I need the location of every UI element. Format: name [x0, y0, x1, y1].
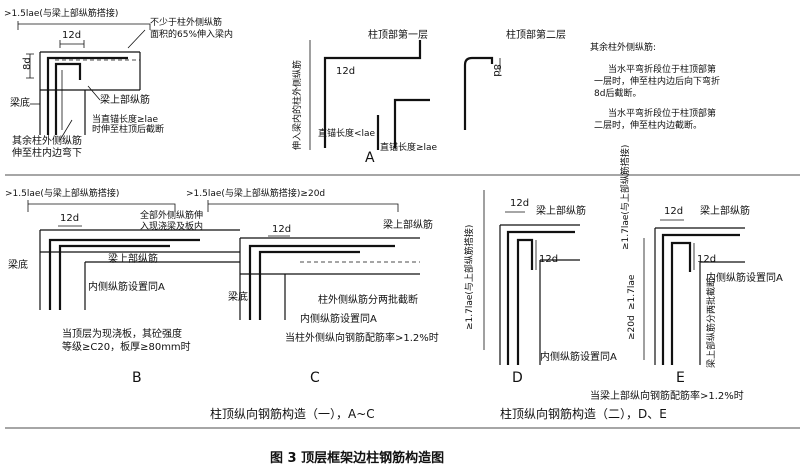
- note-title-a: 其余柱外侧纵筋:: [590, 41, 656, 53]
- slab-outline-b: [40, 229, 240, 263]
- panel-e: ≥1.7lae(与上部纵筋搭接) 12d 梁上部纵筋 12d 内侧纵筋设置同A …: [590, 145, 783, 402]
- outer-bar-1-b: [48, 238, 200, 310]
- label-8d-a: 8d: [22, 57, 33, 70]
- leader-min-area: [127, 29, 146, 49]
- leader-remaining-a: [59, 119, 73, 141]
- note-2a: 当水平弯折段位于柱顶部第: [608, 107, 716, 119]
- outer-bar-2-c: [258, 250, 360, 320]
- beam-bottom-label-a: 梁底: [10, 96, 30, 109]
- inner-same-label-d: 内侧纵筋设置同A: [540, 350, 617, 363]
- beam-top-bars-label-b: 梁上部纵筋: [108, 252, 158, 265]
- column-outline-d: [499, 225, 541, 365]
- panel-letter-e: E: [676, 370, 685, 386]
- all-outer-label-2: 入现浇梁及板内: [140, 220, 203, 232]
- outer-bar-2-b: [58, 244, 170, 310]
- beam-outline-e: [655, 227, 745, 263]
- column-outline-c: [239, 238, 286, 320]
- cond-label-e: 当梁上部纵向钢筋配筋率>1.2%时: [590, 389, 744, 402]
- panel-d: 12d 梁上部纵筋 12d ≥1.7lae(与上部纵筋搭接) 内侧纵筋设置同A …: [463, 190, 617, 386]
- outer-bar-1-c: [248, 244, 395, 320]
- beam-top-bars-label-c: 梁上部纵筋: [383, 218, 433, 231]
- panel-a: >1.5lae(与梁上部纵筋搭接) 不少于柱外侧纵筋 面积的65%伸入梁内 12…: [4, 7, 720, 166]
- dim-8d-a: [26, 53, 34, 79]
- cond-label-b-1: 当顶层为现浇板，其砼强度: [62, 327, 182, 340]
- lap-label-c: >1.5lae(与梁上部纵筋搭接)≥20d: [186, 187, 325, 199]
- all-outer-label-1: 全部外侧纵筋伸: [140, 209, 203, 221]
- label-12d-top-e: 12d: [664, 206, 683, 217]
- panel-letter-b: B: [132, 370, 142, 386]
- outer-bar-2-d: [516, 238, 534, 365]
- two-batches-label-c: 柱外侧纵筋分两批截断: [318, 293, 418, 306]
- panel-c: >1.5lae(与梁上部纵筋搭接)≥20d 12d 梁上部纵筋 梁底 柱外侧纵筋…: [186, 187, 439, 386]
- cond-label-c: 当柱外侧纵向钢筋配筋率>1.2%时: [285, 331, 439, 344]
- label-12d-side-d: 12d: [539, 254, 558, 265]
- group-title-right: 柱顶纵向钢筋构造（二），D、E: [500, 406, 667, 421]
- cond-label-b-2: 等级≥C20，板厚≥80mm时: [62, 340, 191, 353]
- beam-bottom-label-c: 梁底: [228, 290, 248, 303]
- beam-top-bars-label-a: 梁上部纵筋: [100, 93, 150, 106]
- label-8d-mid-a: 8d: [491, 64, 502, 77]
- outer-bar-2-a: [54, 62, 82, 135]
- note-1b: 一层时，伸至柱内边后向下弯折: [594, 75, 720, 87]
- lap-label-a: >1.5lae(与梁上部纵筋搭接): [4, 7, 118, 19]
- label-12d-top-d: 12d: [510, 198, 529, 209]
- label-12d-a: 12d: [62, 30, 81, 41]
- lap-vertical-label-e-1: ≥20d: [627, 315, 637, 340]
- note-2b: 二层时，伸至柱内边截断。: [594, 119, 702, 131]
- outer-bar-2-e: [670, 241, 692, 365]
- lap-vertical-label-d: ≥1.7lae(与上部纵筋搭接): [463, 225, 475, 330]
- bar-sketch-1-a: [323, 40, 422, 148]
- lap-vertical-label-e-2: ≥1.7lae: [627, 274, 637, 310]
- column-outline-b: [39, 230, 86, 310]
- inner-same-label-e: 内侧纵筋设置同A: [706, 271, 783, 284]
- min-area-label-1: 不少于柱外侧纵筋: [150, 16, 222, 28]
- leader-beam-top-a: [87, 85, 101, 101]
- column-outline-e: [654, 228, 701, 365]
- lap-dimension-line-c: [207, 200, 399, 212]
- panel-letter-a: A: [365, 150, 375, 166]
- panel-letter-c: C: [310, 370, 320, 386]
- label-12d-c: 12d: [272, 224, 291, 235]
- bar-sketch-2-a: [376, 98, 430, 150]
- panel-letter-d: D: [512, 370, 523, 386]
- min-area-label-2: 面积的65%伸入梁内: [150, 28, 233, 40]
- lap-dimension-line-a: [17, 21, 151, 30]
- bar-sketch-3-a: [463, 56, 494, 130]
- group-title-left: 柱顶纵向钢筋构造（一），A~C: [210, 406, 375, 421]
- straight-less-label: 直锚长度<lae: [318, 127, 376, 139]
- top-second-label: 柱顶部第二层: [506, 28, 566, 41]
- column-outline-a: [39, 52, 86, 135]
- dim-12d-a: [59, 40, 85, 48]
- outer-bar-1-e: [661, 233, 740, 365]
- inner-same-label-b: 内侧纵筋设置同A: [88, 280, 165, 293]
- label-12d-side-e: 12d: [697, 254, 716, 265]
- outer-bar-1-d: [506, 230, 575, 365]
- top-first-label: 柱顶部第一层: [368, 28, 428, 41]
- note-1c: 8d后截断。: [594, 87, 641, 99]
- panel-b: >1.5lae(与梁上部纵筋搭接) 全部外侧纵筋伸 入现浇梁及板内 12d 梁上…: [5, 187, 240, 386]
- label-12d-mid-a: 12d: [336, 66, 355, 77]
- two-batches-label-e: 梁上部纵筋分两批截断: [705, 278, 717, 368]
- beam-top-bars-label-e: 梁上部纵筋: [700, 204, 750, 217]
- note-1a: 当水平弯折段位于柱顶部第: [608, 63, 716, 75]
- figure-caption: 图 3 顶层框架边柱钢筋构造图: [270, 450, 444, 466]
- beam-outline-d: [500, 224, 580, 261]
- label-12d-b: 12d: [60, 213, 79, 224]
- lap-label-b: >1.5lae(与梁上部纵筋搭接): [5, 187, 119, 199]
- straight-label-2: 时伸至柱顶后截断: [92, 123, 164, 135]
- straight-label-1: 当直锚长度≥lae: [92, 113, 159, 125]
- beam-outline-c: [240, 237, 420, 275]
- outer-bar-1-a: [46, 56, 128, 135]
- beam-bottom-label-b: 梁底: [8, 258, 28, 271]
- beam-top-bars-label-d: 梁上部纵筋: [536, 204, 586, 217]
- lap-vertical-label-e-top: ≥1.7lae(与上部纵筋搭接): [619, 145, 631, 250]
- remaining-label-1: 其余柱外侧纵筋: [12, 134, 82, 147]
- straight-ge-label: 直锚长度≥lae: [380, 141, 438, 153]
- inner-same-label-c: 内侧纵筋设置同A: [300, 312, 377, 325]
- col-bar-label-a: 伸入梁内的柱外侧纵筋: [291, 60, 303, 150]
- lap-dimension-line-b: [27, 200, 176, 212]
- remaining-label-2: 伸至柱内边弯下: [12, 146, 82, 159]
